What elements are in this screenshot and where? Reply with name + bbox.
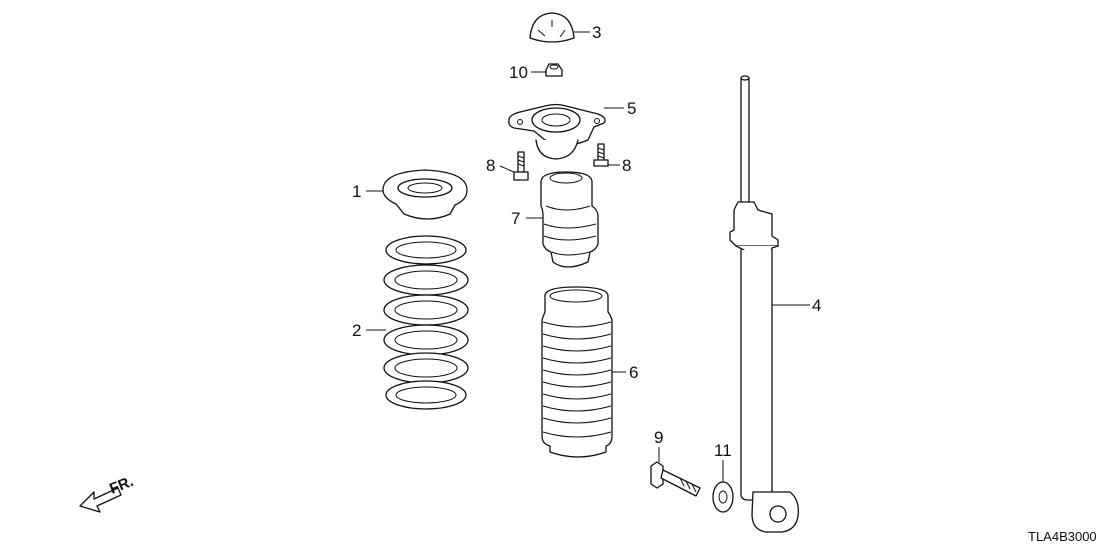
part-bump-stop (540, 171, 599, 268)
callout-8-right: 8 (622, 156, 631, 175)
part-bolt-left (513, 151, 529, 181)
callout-10: 10 (509, 63, 528, 82)
part-coil-spring (383, 235, 469, 410)
part-dust-boot (541, 286, 613, 458)
part-spring-seat (382, 169, 468, 220)
part-shock-absorber (729, 75, 799, 533)
callout-7: 7 (511, 209, 520, 228)
callout-3: 3 (592, 23, 601, 42)
callout-9: 9 (654, 428, 663, 447)
callout-1: 1 (352, 182, 361, 201)
callout-4: 4 (812, 296, 821, 315)
part-bolt-right (593, 143, 609, 167)
part-nut (545, 63, 563, 77)
callout-11: 11 (714, 441, 732, 460)
front-direction-label: FR. (107, 473, 136, 498)
part-top-cap (529, 12, 575, 43)
callout-8-left: 8 (486, 156, 495, 175)
callout-2: 2 (352, 321, 361, 340)
part-upper-mount (508, 103, 606, 160)
part-lower-bolt (650, 461, 701, 497)
front-direction-arrow-icon (79, 487, 122, 513)
part-washer (712, 481, 734, 513)
callout-6: 6 (629, 363, 638, 382)
callout-5: 5 (627, 99, 636, 118)
diagram-code: TLA4B3000 (1028, 529, 1097, 544)
